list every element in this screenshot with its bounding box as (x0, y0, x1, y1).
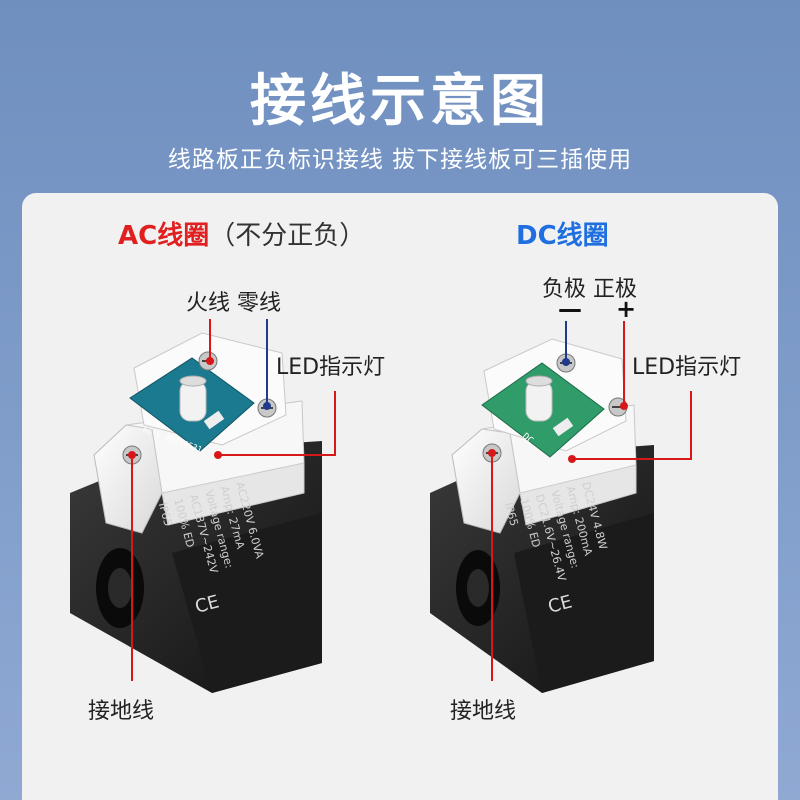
ac-live-neutral-label: 火线 零线 (186, 291, 281, 316)
ac-leader-lines (128, 319, 336, 681)
wiring-illustration: AC220V 6.0VA Amp: 27mA Voltage range: AC… (70, 319, 692, 693)
svg-text:IP65: IP65 (502, 501, 521, 527)
page-title: 接线示意图 (250, 69, 550, 134)
svg-text:IP65: IP65 (156, 501, 175, 527)
dc-minus-sign: — (558, 295, 582, 323)
diagram-card: AC220V 6.0VA Amp: 27mA Voltage range: AC… (22, 193, 778, 800)
ac-led-label: LED指示灯 (276, 355, 386, 380)
ac-heading-note: （不分正负） (209, 221, 366, 251)
dc-leader-lines (488, 321, 692, 681)
ac-coil-photo: AC220V 6.0VA Amp: 27mA Voltage range: AC… (70, 332, 322, 693)
ac-heading-title: AC线圈 (118, 221, 210, 251)
dc-heading: DC线圈 (516, 221, 609, 251)
page-subtitle: 线路板正负标识接线 拔下接线板可三插使用 (167, 147, 633, 173)
dc-poles-label: 负极 正极 (542, 277, 637, 302)
ac-heading: AC线圈（不分正负） (118, 215, 365, 252)
dc-plus-sign: + (616, 295, 637, 323)
ac-ground-label: 接地线 (88, 699, 155, 724)
dc-led-label: LED指示灯 (632, 355, 742, 380)
dc-ground-label: 接地线 (450, 699, 517, 724)
dc-coil-photo: DC24V 4.8W Amp: 200mA Voltage range: DC2… (430, 338, 654, 693)
